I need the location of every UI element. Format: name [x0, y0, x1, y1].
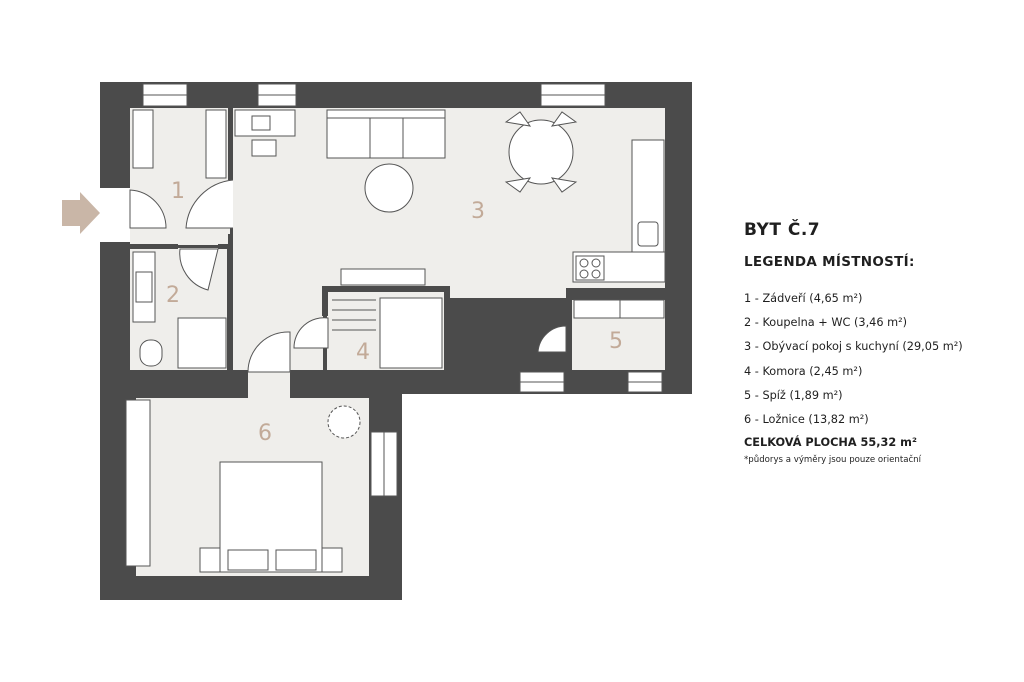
- bedroom-door: [247, 331, 291, 373]
- hall-shelf: [205, 109, 227, 179]
- doors: [129, 179, 567, 373]
- tv-stand: [340, 268, 426, 286]
- storage-door: [293, 317, 329, 349]
- legend-item: 3 - Obývací pokoj s kuchyní (29,05 m²): [744, 340, 963, 354]
- coffee-table: [364, 163, 414, 213]
- storage-stairs: [332, 299, 376, 331]
- room-number-2: 2: [166, 283, 180, 308]
- hall-wardrobe: [132, 109, 154, 169]
- pillow: [275, 549, 317, 571]
- room-numbers: 1 2 3 4 5 6: [166, 179, 623, 446]
- dining-chair: [504, 177, 532, 193]
- entrance-opening: [100, 188, 130, 242]
- legend: BYT Č.7 LEGENDA MÍSTNOSTÍ: 1 - Zádveří (…: [744, 220, 1014, 465]
- room-number-4: 4: [356, 340, 370, 365]
- floor-bedroom-door: [248, 370, 290, 400]
- washing-machine: [177, 317, 227, 369]
- legend-item: 4 - Komora (2,45 m²): [744, 364, 863, 378]
- dining-chair: [550, 111, 578, 127]
- pantry-door: [537, 325, 567, 353]
- room-number-3: 3: [471, 199, 485, 224]
- hall-door: [185, 179, 234, 229]
- dining-chair: [504, 111, 532, 127]
- sofa: [326, 109, 446, 159]
- toilet: [139, 339, 163, 367]
- washbasin: [135, 271, 153, 303]
- interior-walls: [130, 108, 666, 370]
- furniture: [125, 109, 666, 573]
- monitor: [251, 115, 271, 131]
- legend-item: 6 - Ložnice (13,82 m²): [744, 413, 869, 427]
- plant-icon: [327, 405, 361, 439]
- bedside-table: [199, 547, 221, 573]
- pillow: [227, 549, 269, 571]
- dining-chair: [550, 177, 578, 193]
- arrow-right-icon: [62, 192, 100, 234]
- disclaimer-note: *půdorys a výměry jsou pouze orientační: [744, 455, 922, 466]
- sink: [637, 221, 659, 247]
- bedside-table: [321, 547, 343, 573]
- pantry-shelf: [573, 299, 665, 319]
- total-area: CELKOVÁ PLOCHA 55,32 m²: [744, 436, 917, 450]
- room-list: 1 - Zádveří (4,65 m²) 2 - Koupelna + WC …: [744, 287, 1014, 432]
- dining-table: [508, 119, 574, 185]
- desk-chair: [251, 139, 277, 157]
- legend-item: 5 - Spíž (1,89 m²): [744, 388, 843, 402]
- bathroom-door: [179, 248, 219, 291]
- legend-heading: LEGENDA MÍSTNOSTÍ:: [744, 254, 915, 270]
- legend-item: 1 - Zádveří (4,65 m²): [744, 292, 863, 305]
- room-number-5: 5: [609, 329, 623, 354]
- floor-corridor: [448, 288, 568, 298]
- bedroom-wardrobe: [125, 399, 151, 567]
- room-number-1: 1: [171, 179, 185, 204]
- storage-shelf: [379, 297, 443, 369]
- windows: [142, 83, 663, 497]
- apartment-title: BYT Č.7: [744, 220, 821, 240]
- entrance-door: [129, 189, 167, 229]
- room-number-6: 6: [258, 421, 272, 446]
- legend-item: 2 - Koupelna + WC (3,46 m²): [744, 316, 908, 330]
